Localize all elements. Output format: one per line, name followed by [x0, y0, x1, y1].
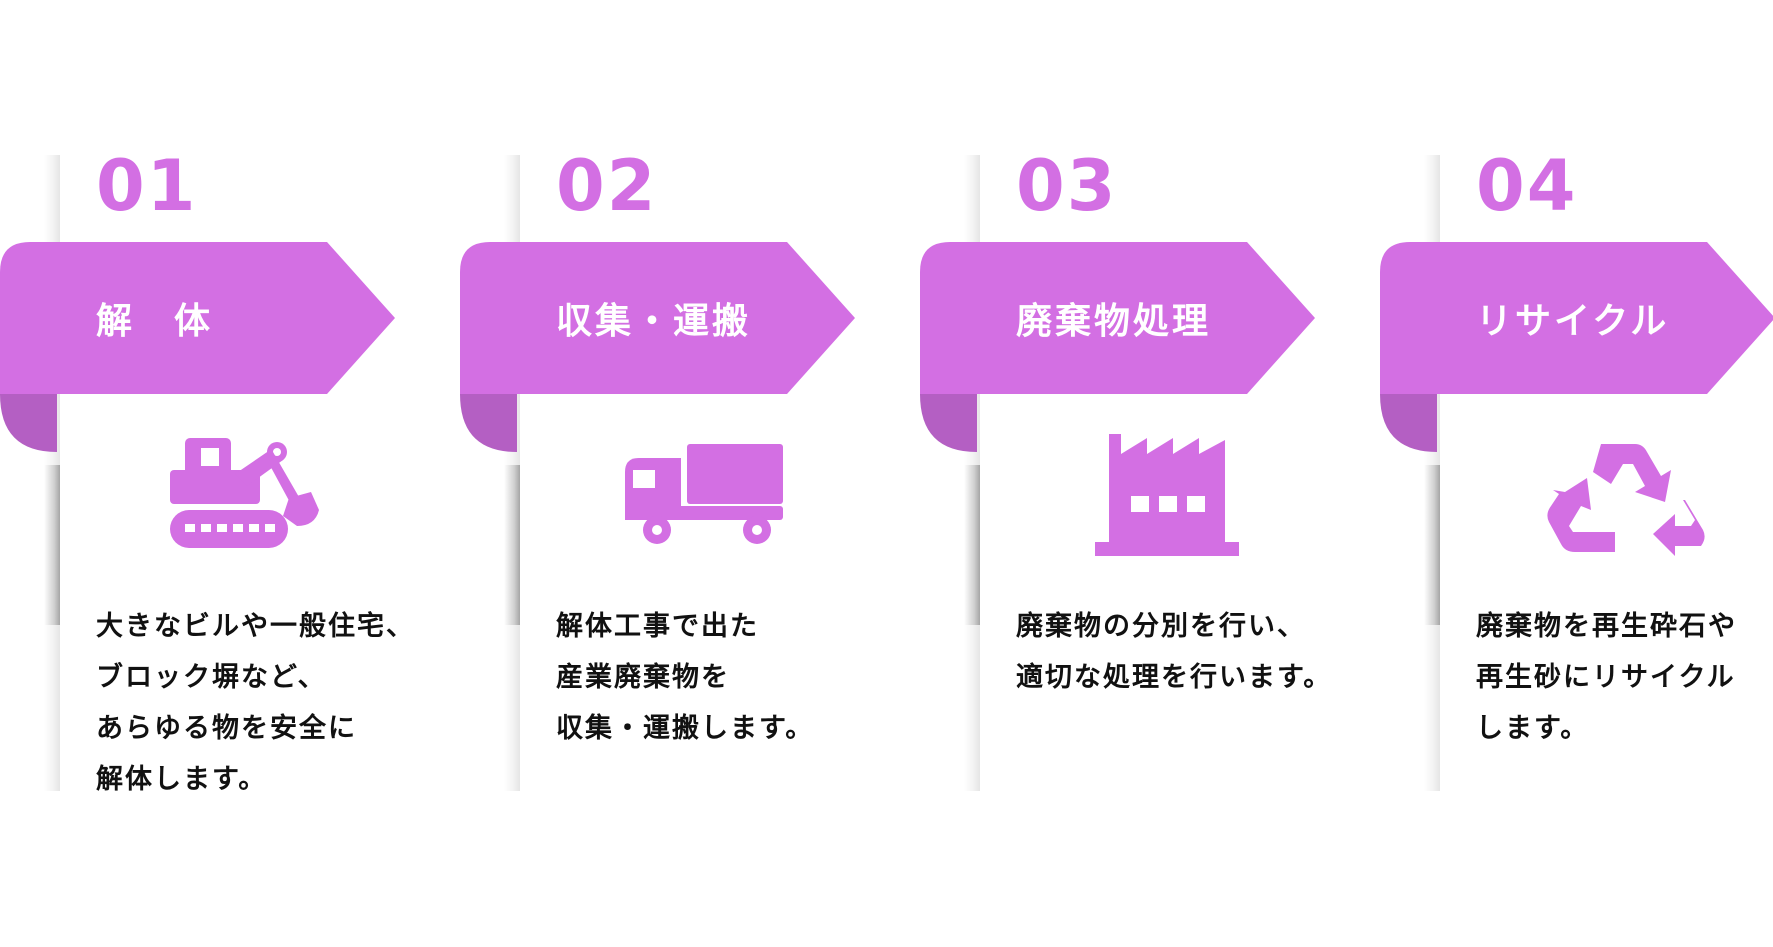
step-card-2: 02 収集・運搬 解体工事で出た 産業廃棄物を 収集・運搬します。: [460, 151, 860, 791]
step-description: 廃棄物を再生砕石や 再生砂にリサイクル します。: [1476, 601, 1773, 754]
card-shadow-fold: [1424, 465, 1440, 625]
step-banner: 解 体: [0, 242, 395, 452]
description-line: 産業廃棄物を: [556, 662, 730, 693]
description-line: 解体します。: [96, 764, 268, 795]
description-line: します。: [1476, 713, 1590, 744]
description-line: 廃棄物の分別を行い、: [1016, 611, 1306, 642]
description-line: あらゆる物を安全に: [96, 713, 357, 744]
card-shadow-fold: [44, 465, 60, 625]
step-description: 大きなビルや一般住宅、 ブロック塀など、 あらゆる物を安全に 解体します。: [96, 601, 415, 805]
step-title: リサイクル: [1476, 301, 1670, 342]
step-number: 02: [556, 145, 658, 227]
description-line: 解体工事で出た: [556, 611, 759, 642]
excavator-icon: [155, 430, 335, 570]
banner-fold: [460, 394, 517, 452]
step-title: 収集・運搬: [556, 301, 752, 342]
step-banner: リサイクル: [1380, 242, 1773, 452]
truck-icon: [615, 430, 795, 570]
step-number: 03: [1016, 145, 1118, 227]
step-card-4: 04 リサイクル 廃棄物を再生砕石や 再生砂にリサイクル します。: [1380, 151, 1773, 791]
description-line: 適切な処理を行います。: [1016, 662, 1333, 693]
description-line: 廃棄物を再生砕石や: [1476, 611, 1737, 642]
step-card-3: 03 廃棄物処理 廃棄物の分別を行い、 適切な処理を行います。: [920, 151, 1333, 791]
step-description: 解体工事で出た 産業廃棄物を 収集・運搬します。: [556, 601, 856, 754]
description-line: 収集・運搬します。: [556, 713, 815, 744]
step-number: 04: [1476, 145, 1578, 227]
step-number: 01: [96, 145, 198, 227]
step-banner: 収集・運搬: [460, 242, 855, 452]
recycle-icon: [1535, 430, 1715, 570]
step-banner: 廃棄物処理: [920, 242, 1315, 452]
step-title: 廃棄物処理: [1016, 301, 1212, 342]
factory-icon: [1075, 430, 1255, 570]
step-card-1: 01 解 体: [0, 151, 413, 795]
step-title: 解 体: [96, 301, 214, 342]
description-line: ブロック塀など、: [96, 662, 327, 693]
banner-fold: [920, 394, 977, 452]
card-shadow-fold: [964, 465, 980, 625]
description-line: 再生砂にリサイクル: [1476, 662, 1736, 693]
banner-fold: [1380, 394, 1437, 452]
card-shadow-fold: [504, 465, 520, 625]
description-line: 大きなビルや一般住宅、: [96, 611, 415, 642]
banner-fold: [0, 394, 57, 452]
step-description: 廃棄物の分別を行い、 適切な処理を行います。: [1016, 601, 1333, 703]
